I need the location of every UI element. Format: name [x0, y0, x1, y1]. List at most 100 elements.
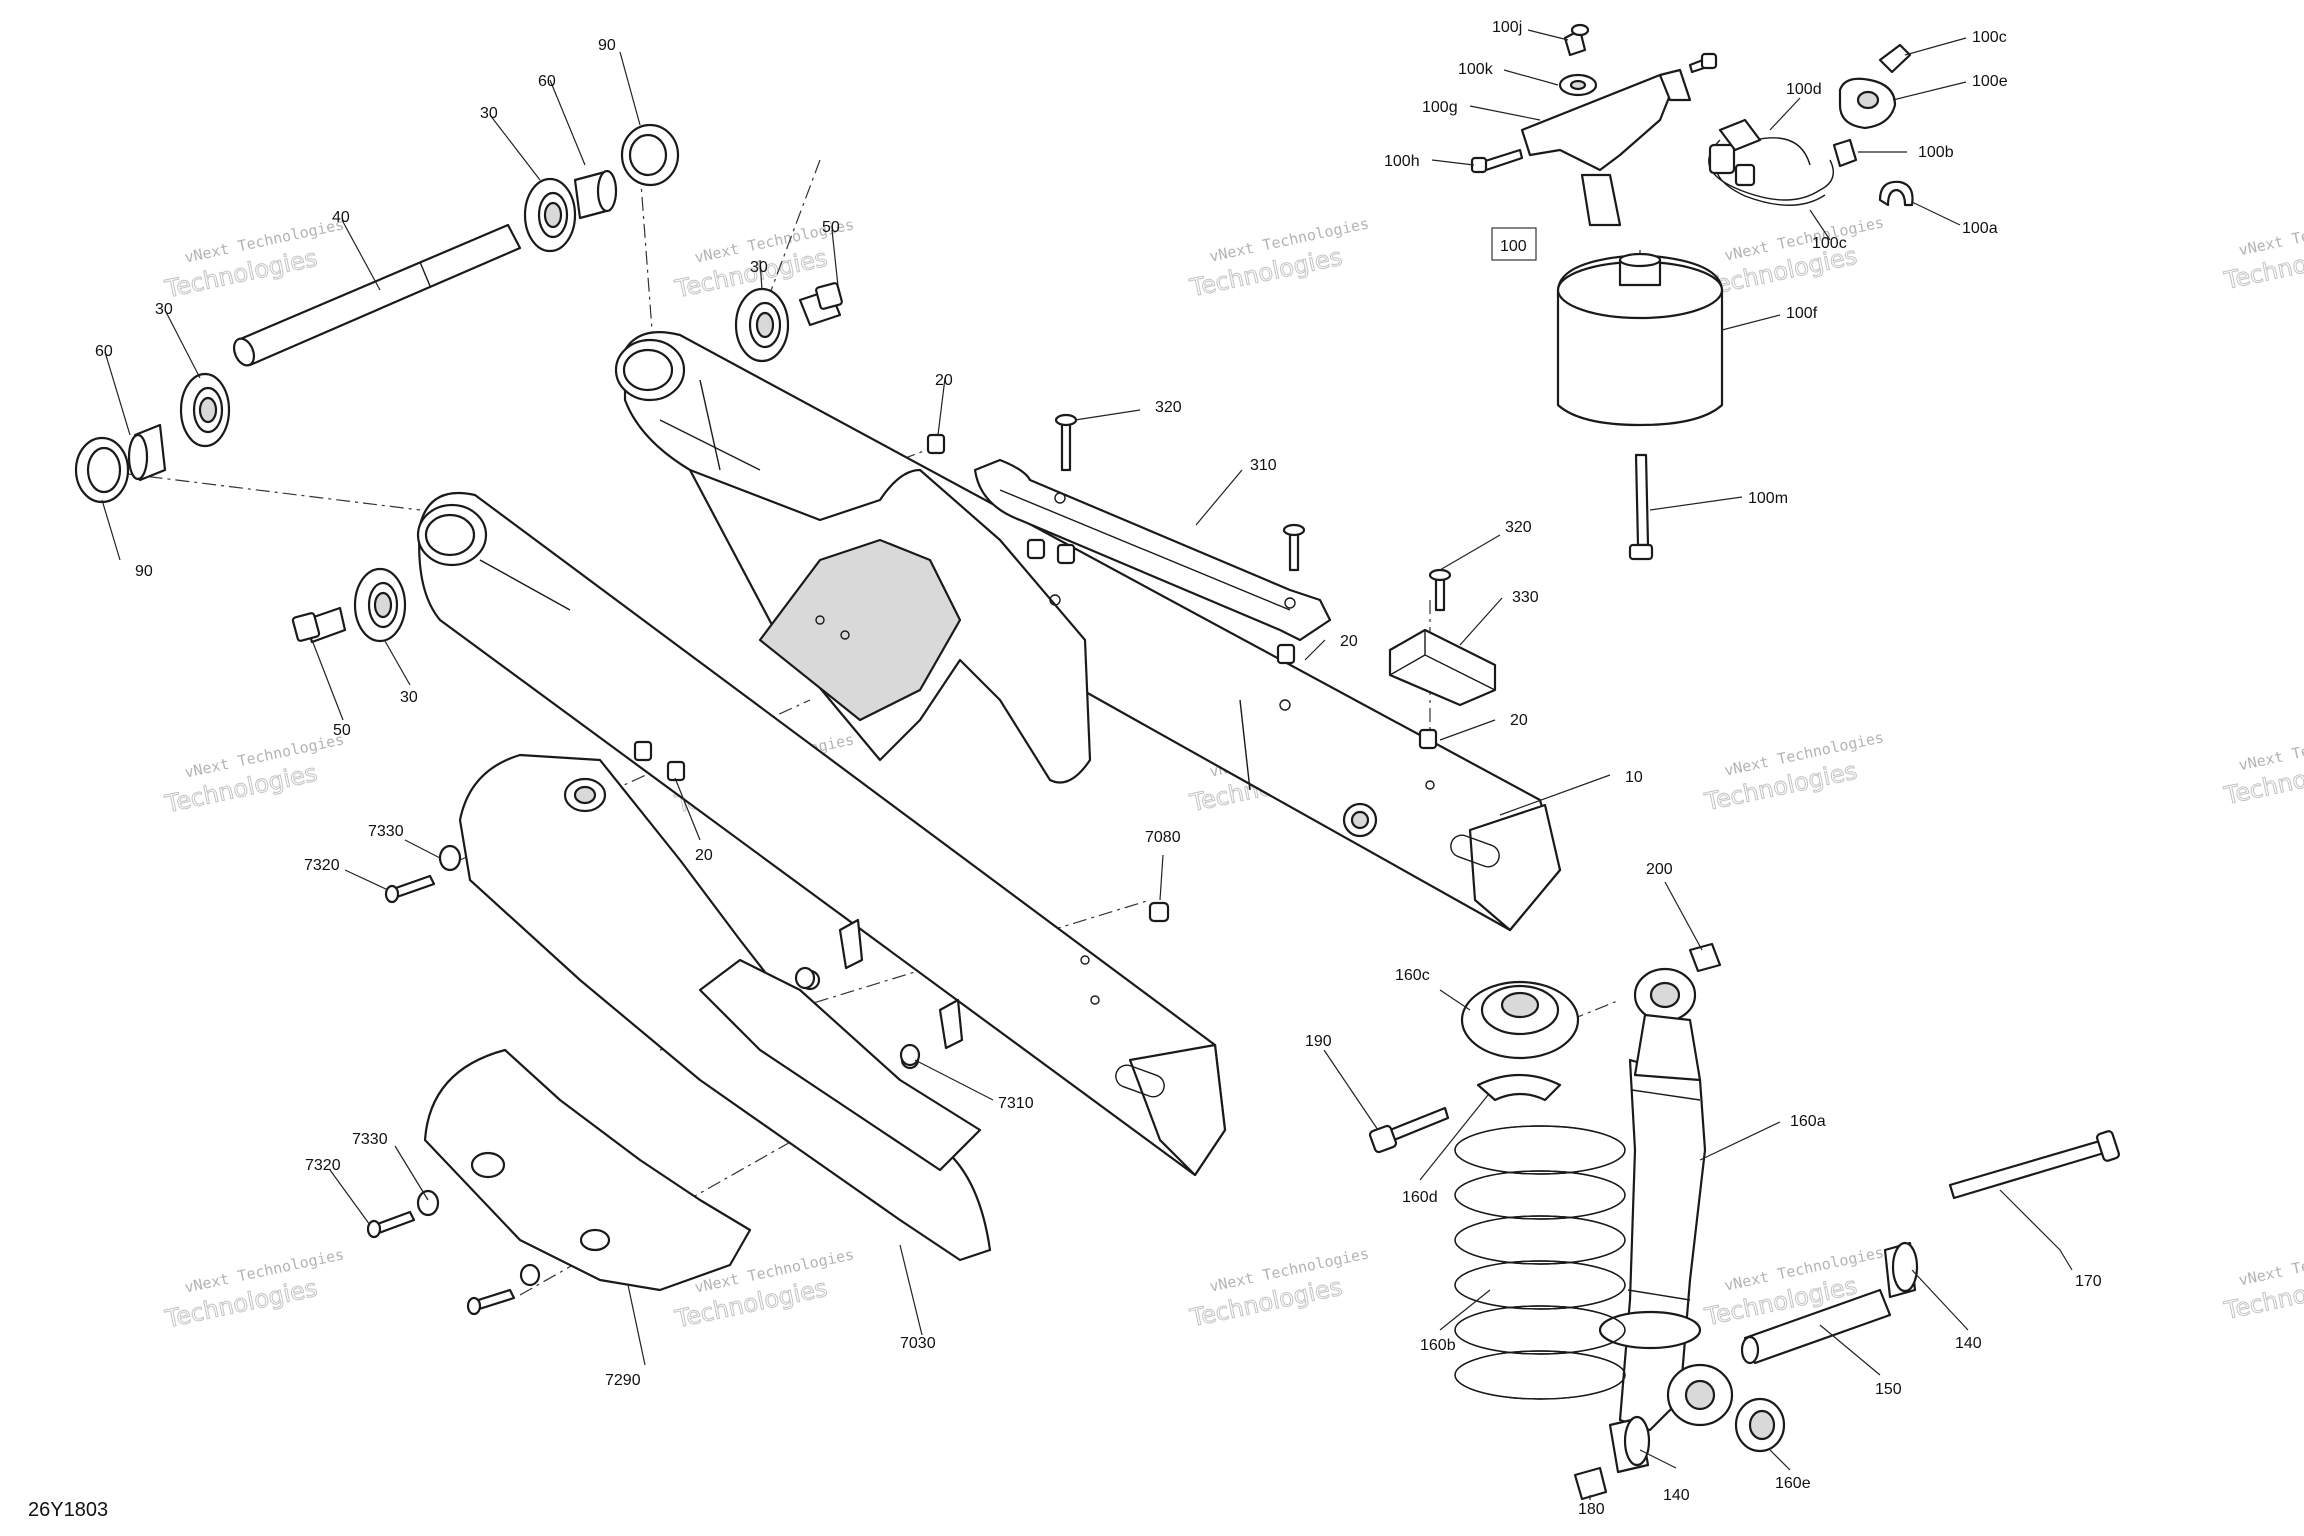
watermark: vNext Technologies Technologies — [1186, 1244, 1370, 1333]
small-hardware — [633, 433, 1438, 923]
callout-label: 100c — [1972, 29, 2007, 46]
lower-guard — [423, 1048, 752, 1292]
callout-label: 7290 — [605, 1372, 641, 1389]
swing-arm — [416, 331, 1562, 1177]
callout-label: 30 — [750, 259, 768, 276]
bracket-100g — [1520, 73, 1672, 172]
cross-member-pocket — [758, 538, 962, 722]
washer-7310 — [899, 1043, 921, 1067]
callout-label: 7320 — [305, 1157, 341, 1174]
lower-beam-end — [1128, 1043, 1227, 1177]
callout-label: 50 — [333, 722, 351, 739]
callout-label: 160a — [1790, 1113, 1826, 1130]
flange-bolt-lower — [291, 606, 347, 644]
callout-label: 140 — [1955, 1335, 1982, 1352]
connector-100c — [1708, 143, 1736, 175]
bumper-block — [1388, 628, 1497, 707]
bearing-top-right — [523, 177, 577, 253]
watermark: vNext Technologies Technologies — [162, 1245, 346, 1334]
nut-20-guard-2 — [666, 760, 686, 782]
retainer-160d — [1476, 1073, 1562, 1102]
callout-label: 310 — [1250, 457, 1277, 474]
figure-id: 26Y1803 — [28, 1499, 108, 1521]
guard-tab-lower — [938, 998, 964, 1050]
bearing-lower — [353, 567, 407, 643]
nut-20-guard — [633, 740, 653, 762]
callout-label: 180 — [1578, 1501, 1605, 1518]
bearing-mid — [734, 287, 790, 363]
guard-lower-fin — [698, 958, 982, 1172]
bolt-100m-head — [1628, 543, 1654, 561]
boxed-callout-frame — [1491, 227, 1537, 261]
callout-label: 90 — [135, 563, 153, 580]
watermark: vNext Technologies Technologies — [2221, 1238, 2304, 1326]
spacer-top-right — [573, 169, 618, 220]
callout-label: 200 — [1646, 861, 1673, 878]
nut-20-right — [1276, 643, 1296, 665]
callout-label: 60 — [95, 343, 113, 360]
guard-tab-upper — [838, 918, 864, 970]
watermark: vNext Technologies Technologies — [162, 730, 346, 819]
boxed-callout: 100 — [1491, 227, 1537, 261]
washer-7330-upper — [438, 844, 462, 872]
callout-label: 7330 — [352, 1131, 388, 1148]
callout-label: 100c — [1812, 235, 1847, 252]
bolt-190 — [1388, 1106, 1450, 1142]
washer-7330-lower — [416, 1189, 440, 1217]
watermark: vNext Technologies Technologies — [1701, 728, 1885, 817]
leader-lines — [101, 29, 2073, 1500]
callout-label: 160b — [1420, 1337, 1456, 1354]
callout-label: 100e — [1972, 73, 2008, 90]
guard-fasteners — [366, 844, 921, 1316]
callout-label: 20 — [1340, 633, 1358, 650]
shock-100-assembly — [1470, 23, 1914, 561]
callout-label: 60 — [538, 73, 556, 90]
callout-label: 140 — [1663, 1487, 1690, 1504]
callout-label: 190 — [1305, 1033, 1332, 1050]
callout-label: 100a — [1962, 220, 1998, 237]
callout-label: 7320 — [304, 857, 340, 874]
clip-100a — [1878, 180, 1914, 207]
washer-guard-mid — [794, 966, 816, 990]
guide-bar — [973, 458, 1332, 642]
bolt-100h — [1480, 148, 1524, 172]
callout-label: 170 — [2075, 1273, 2102, 1290]
watermark: vNext Technologies Technologies — [2221, 208, 2304, 296]
callout-label: 100d — [1786, 81, 1822, 98]
callout-label: 160c — [1395, 967, 1430, 984]
pivot-shaft — [232, 223, 522, 367]
callout-label: 20 — [935, 372, 953, 389]
upper-beam-end — [1468, 803, 1562, 932]
callout-label: 100j — [1492, 19, 1522, 36]
nut-7080 — [1148, 901, 1170, 923]
spacer-left — [127, 423, 167, 482]
rear-shock-assembly — [1368, 942, 2120, 1501]
coil-spring-160b — [1454, 1125, 1626, 1400]
callout-label: 90 — [598, 37, 616, 54]
pivot-tube-lower-bore — [424, 513, 476, 557]
callout-label: 320 — [1505, 519, 1532, 536]
bearing-left — [179, 372, 231, 448]
nut-200 — [1688, 942, 1722, 973]
callout-label: 30 — [155, 301, 173, 318]
watermark: vNext Technologies Technologies — [1701, 213, 1885, 302]
spring-collar — [1598, 1310, 1702, 1350]
callout-label: 160e — [1775, 1475, 1811, 1492]
guide-bar-bolts — [1054, 413, 1452, 612]
elbow-100b — [1832, 138, 1858, 168]
callout-label: 20 — [695, 847, 713, 864]
nut-near-bar — [1026, 538, 1046, 560]
bolt-100m — [1634, 453, 1650, 547]
boxed-callout-label: 100 — [1500, 238, 1527, 255]
callout-label: 330 — [1512, 589, 1539, 606]
callout-label: 150 — [1875, 1381, 1902, 1398]
callout-label: 7080 — [1145, 829, 1181, 846]
flange-bolt-upper — [798, 282, 843, 327]
callout-label: 30 — [400, 689, 418, 706]
callout-label: 100f — [1786, 305, 1818, 322]
callout-label: 100m — [1748, 490, 1788, 507]
callout-label: 320 — [1155, 399, 1182, 416]
callout-label: 160d — [1402, 1189, 1438, 1206]
callout-label: 100g — [1422, 99, 1458, 116]
callout-label: 40 — [332, 209, 350, 226]
